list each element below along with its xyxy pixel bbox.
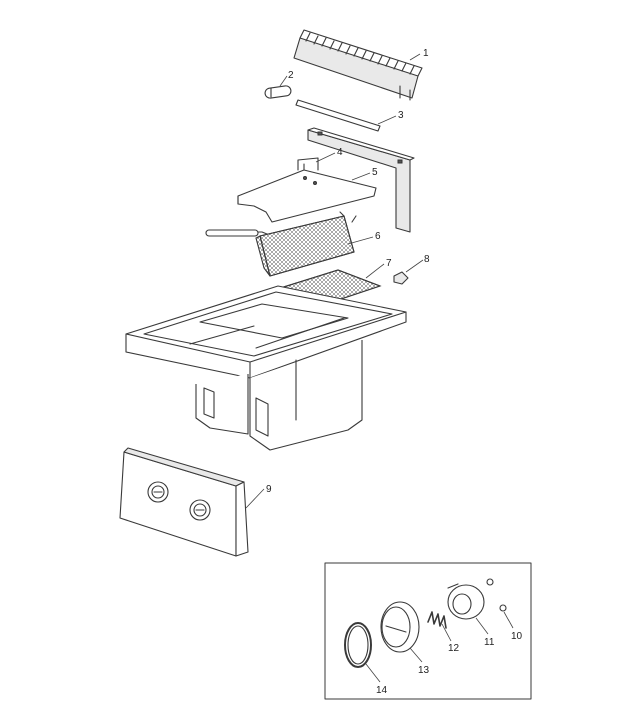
callout-1: 1: [423, 48, 429, 59]
part-12-spring: [427, 611, 447, 629]
part-8-nut: [393, 271, 409, 285]
part-1-basket-hanger: [293, 29, 423, 101]
callout-10: 10: [511, 631, 523, 642]
callout-labels: 1 2 3 4 5 6 7 8 9 10 11 12 13 14: [266, 48, 523, 696]
callout-9: 9: [266, 484, 272, 495]
back-panel: [307, 127, 415, 233]
callout-11: 11: [484, 637, 495, 648]
callout-4: 4: [337, 147, 343, 158]
callout-2: 2: [288, 70, 294, 81]
knob-right-icon: [189, 499, 211, 521]
part-13-knob: [380, 601, 420, 653]
callout-7: 7: [386, 258, 392, 269]
fryer-tanks: [195, 340, 363, 451]
callout-6: 6: [375, 231, 381, 242]
part-14-ring: [344, 622, 372, 668]
fryer-top-pan: [125, 285, 407, 379]
part-11-knob-base: [447, 583, 485, 620]
callout-12: 12: [448, 643, 460, 654]
part-2-handle-tip: [264, 85, 292, 99]
callout-5: 5: [372, 167, 378, 178]
part-3-rod: [295, 99, 381, 132]
callout-3: 3: [398, 110, 404, 121]
part-9-control-panel: [119, 447, 249, 557]
callout-13: 13: [418, 665, 430, 676]
callout-8: 8: [424, 254, 430, 265]
part-5-lid: [237, 163, 377, 223]
part-4-lid-handle: [297, 157, 319, 185]
knob-detail-inset: [324, 562, 532, 700]
callout-14: 14: [376, 685, 388, 696]
leader-lines: [245, 53, 514, 683]
part-6-basket: [205, 211, 357, 277]
part-10-screw: [486, 578, 507, 612]
knob-left-icon: [147, 481, 169, 503]
